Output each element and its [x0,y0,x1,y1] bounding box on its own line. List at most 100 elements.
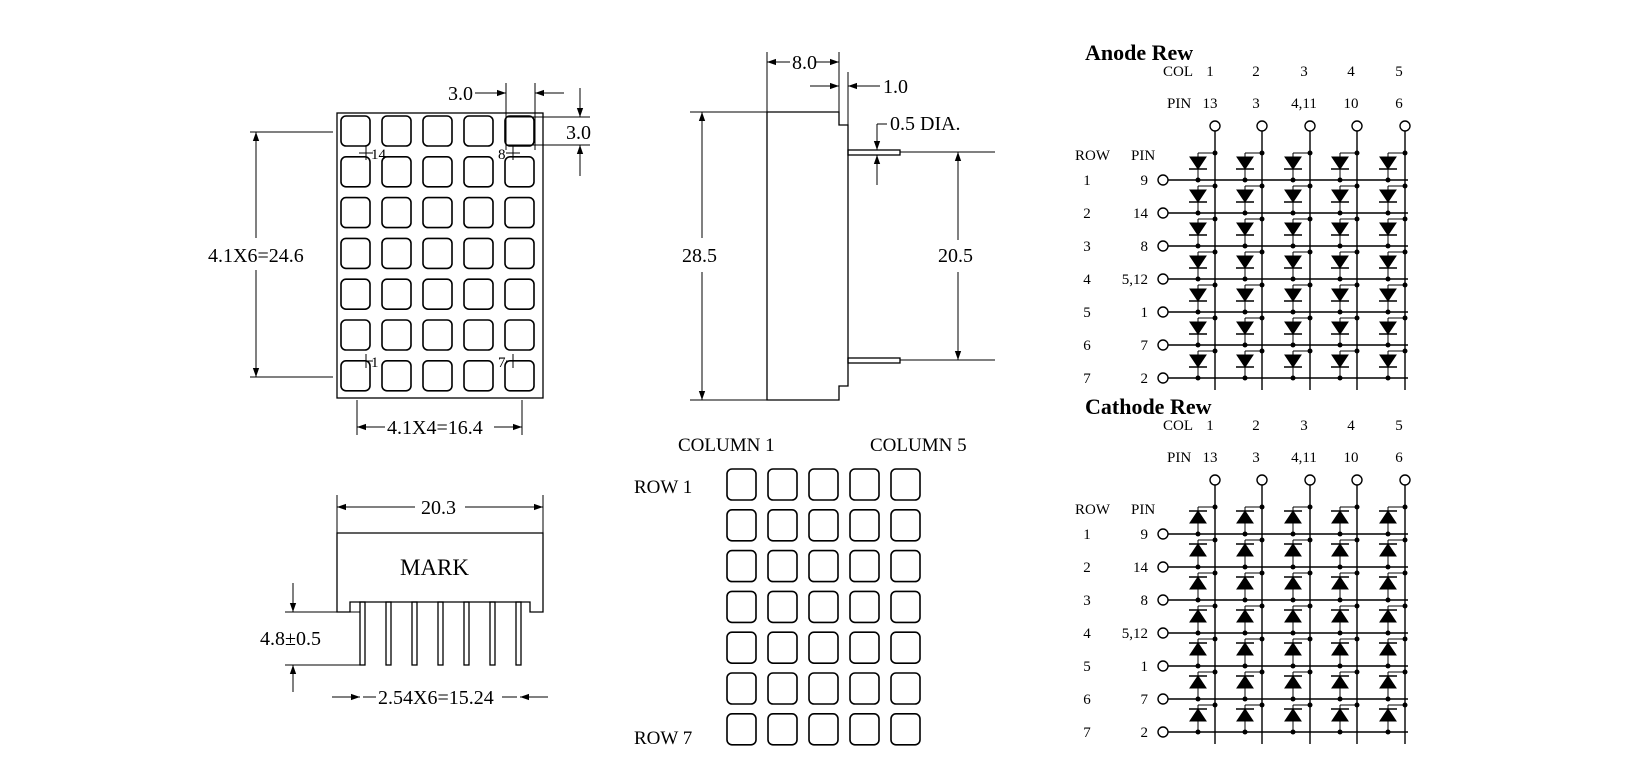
bottom-view: MARK 20.3 4.8±0.5 2.54X6=15.24 [258,495,548,709]
pin-mark-14-label: 14 [371,147,387,163]
pin-mark-7: 7 [498,354,520,371]
led-r2-c2 [1236,183,1265,216]
led-r5-c5 [1379,282,1408,315]
row-7-pin: 2 [1141,371,1149,387]
row-2-pin: 14 [1133,560,1149,576]
front-led-r4-c1 [340,237,371,270]
led-r6-c3 [1284,669,1313,702]
matrix-led-r7-c4 [849,712,880,746]
front-led-r4-c5 [504,237,535,270]
front-led-grid [340,115,535,392]
front-view: 14 8 1 7 3.0 3.0 [205,83,591,439]
matrix-led-r5-c2 [767,631,798,665]
led-r3-c2 [1236,216,1265,249]
dim-bottom-width: 20.3 [336,495,544,533]
dim-bottom-width-label: 20.3 [421,497,456,519]
led-r7-c2 [1236,348,1265,381]
row-4-number: 4 [1083,272,1091,288]
led-r7-c4 [1331,702,1360,735]
row-5-pin: 1 [1141,659,1149,675]
side-body-outline [766,111,849,401]
led-r5-c1 [1189,282,1218,315]
col-pin-header: PIN [1167,96,1191,112]
led-r6-c5 [1379,669,1408,702]
lead-3 [411,601,418,666]
led-r2-c5 [1379,183,1408,216]
led-r1-c1 [1189,504,1218,537]
led-r1-c2 [1236,150,1265,183]
led-r6-c1 [1189,669,1218,702]
col-3-pin: 4,11 [1291,450,1317,466]
front-led-r7-c3 [422,359,453,392]
led-r5-c4 [1331,282,1360,315]
led-r2-c4 [1331,183,1360,216]
col-4-pin: 10 [1344,450,1359,466]
pin-mark-14: 14 [359,146,387,163]
front-led-r6-c4 [463,319,494,351]
row-pin-header: PIN [1131,148,1155,164]
matrix-led-r6-c3 [808,672,839,705]
front-led-r6-c3 [422,319,453,351]
dim-side-body-height-label: 28.5 [682,245,717,267]
column-1-label: COLUMN 1 [678,435,775,456]
row-2-terminal [1157,561,1169,573]
pin-mark-7-label: 7 [498,355,506,371]
led-r2-c3 [1284,183,1313,216]
col-3-terminal [1304,474,1316,486]
row-4-pin: 5,12 [1122,626,1148,642]
front-led-r4-c3 [422,237,453,270]
front-led-r5-c5 [504,278,535,311]
led-r5-c2 [1236,636,1265,669]
led-r3-c1 [1189,570,1218,603]
col-3-number: 3 [1300,64,1308,80]
led-r1-c3 [1284,150,1313,183]
led-r4-c4 [1331,249,1360,282]
led-r7-c1 [1189,348,1218,381]
front-led-r4-c4 [463,237,494,270]
row-1-terminal [1157,174,1169,186]
led-r7-c3 [1284,348,1313,381]
row-4-terminal [1157,627,1169,639]
row-3-number: 3 [1083,239,1091,255]
led-r1-c4 [1331,150,1360,183]
row-3-pin: 8 [1141,593,1149,609]
led-r1-c1 [1189,150,1218,183]
col-3-terminal [1304,120,1316,132]
led-r1-c2 [1236,504,1265,537]
col-4-terminal [1351,120,1363,132]
side-lead-top [847,149,901,156]
matrix-led-r4-c5 [890,590,921,624]
col-4-number: 4 [1347,418,1355,434]
row-2-number: 2 [1083,560,1091,576]
matrix-led-r4-c1 [726,590,757,624]
front-led-r5-c1 [340,278,371,311]
col-2-terminal [1256,120,1268,132]
col-4-terminal [1351,474,1363,486]
front-led-r1-c4 [463,115,494,147]
row-1-number: 1 [1083,173,1091,189]
led-r7-c2 [1236,702,1265,735]
dim-side-body-height: 28.5 [682,111,767,401]
led-r4-c5 [1379,249,1408,282]
dim-front-width: 4.1X4=16.4 [356,400,523,439]
matrix-led-r4-c4 [849,590,880,624]
dim-lead-length: 4.8±0.5 [258,583,360,692]
col-1-pin: 13 [1203,96,1218,112]
matrix-led-r5-c3 [808,631,839,665]
led-r2-c5 [1379,537,1408,570]
front-led-r7-c5 [504,359,535,392]
row-5-terminal [1157,306,1169,318]
led-r5-c2 [1236,282,1265,315]
led-r3-c5 [1379,216,1408,249]
dim-lead-pitch: 2.54X6=15.24 [332,687,548,709]
col-5-pin: 6 [1395,96,1403,112]
row-1-label: ROW 1 [634,477,692,498]
col-header: COL [1163,64,1193,80]
row-1-pin: 9 [1141,527,1149,543]
led-r6-c4 [1331,669,1360,702]
col-1-terminal [1209,120,1221,132]
led-r4-c1 [1189,249,1218,282]
front-body-outline [336,112,544,399]
